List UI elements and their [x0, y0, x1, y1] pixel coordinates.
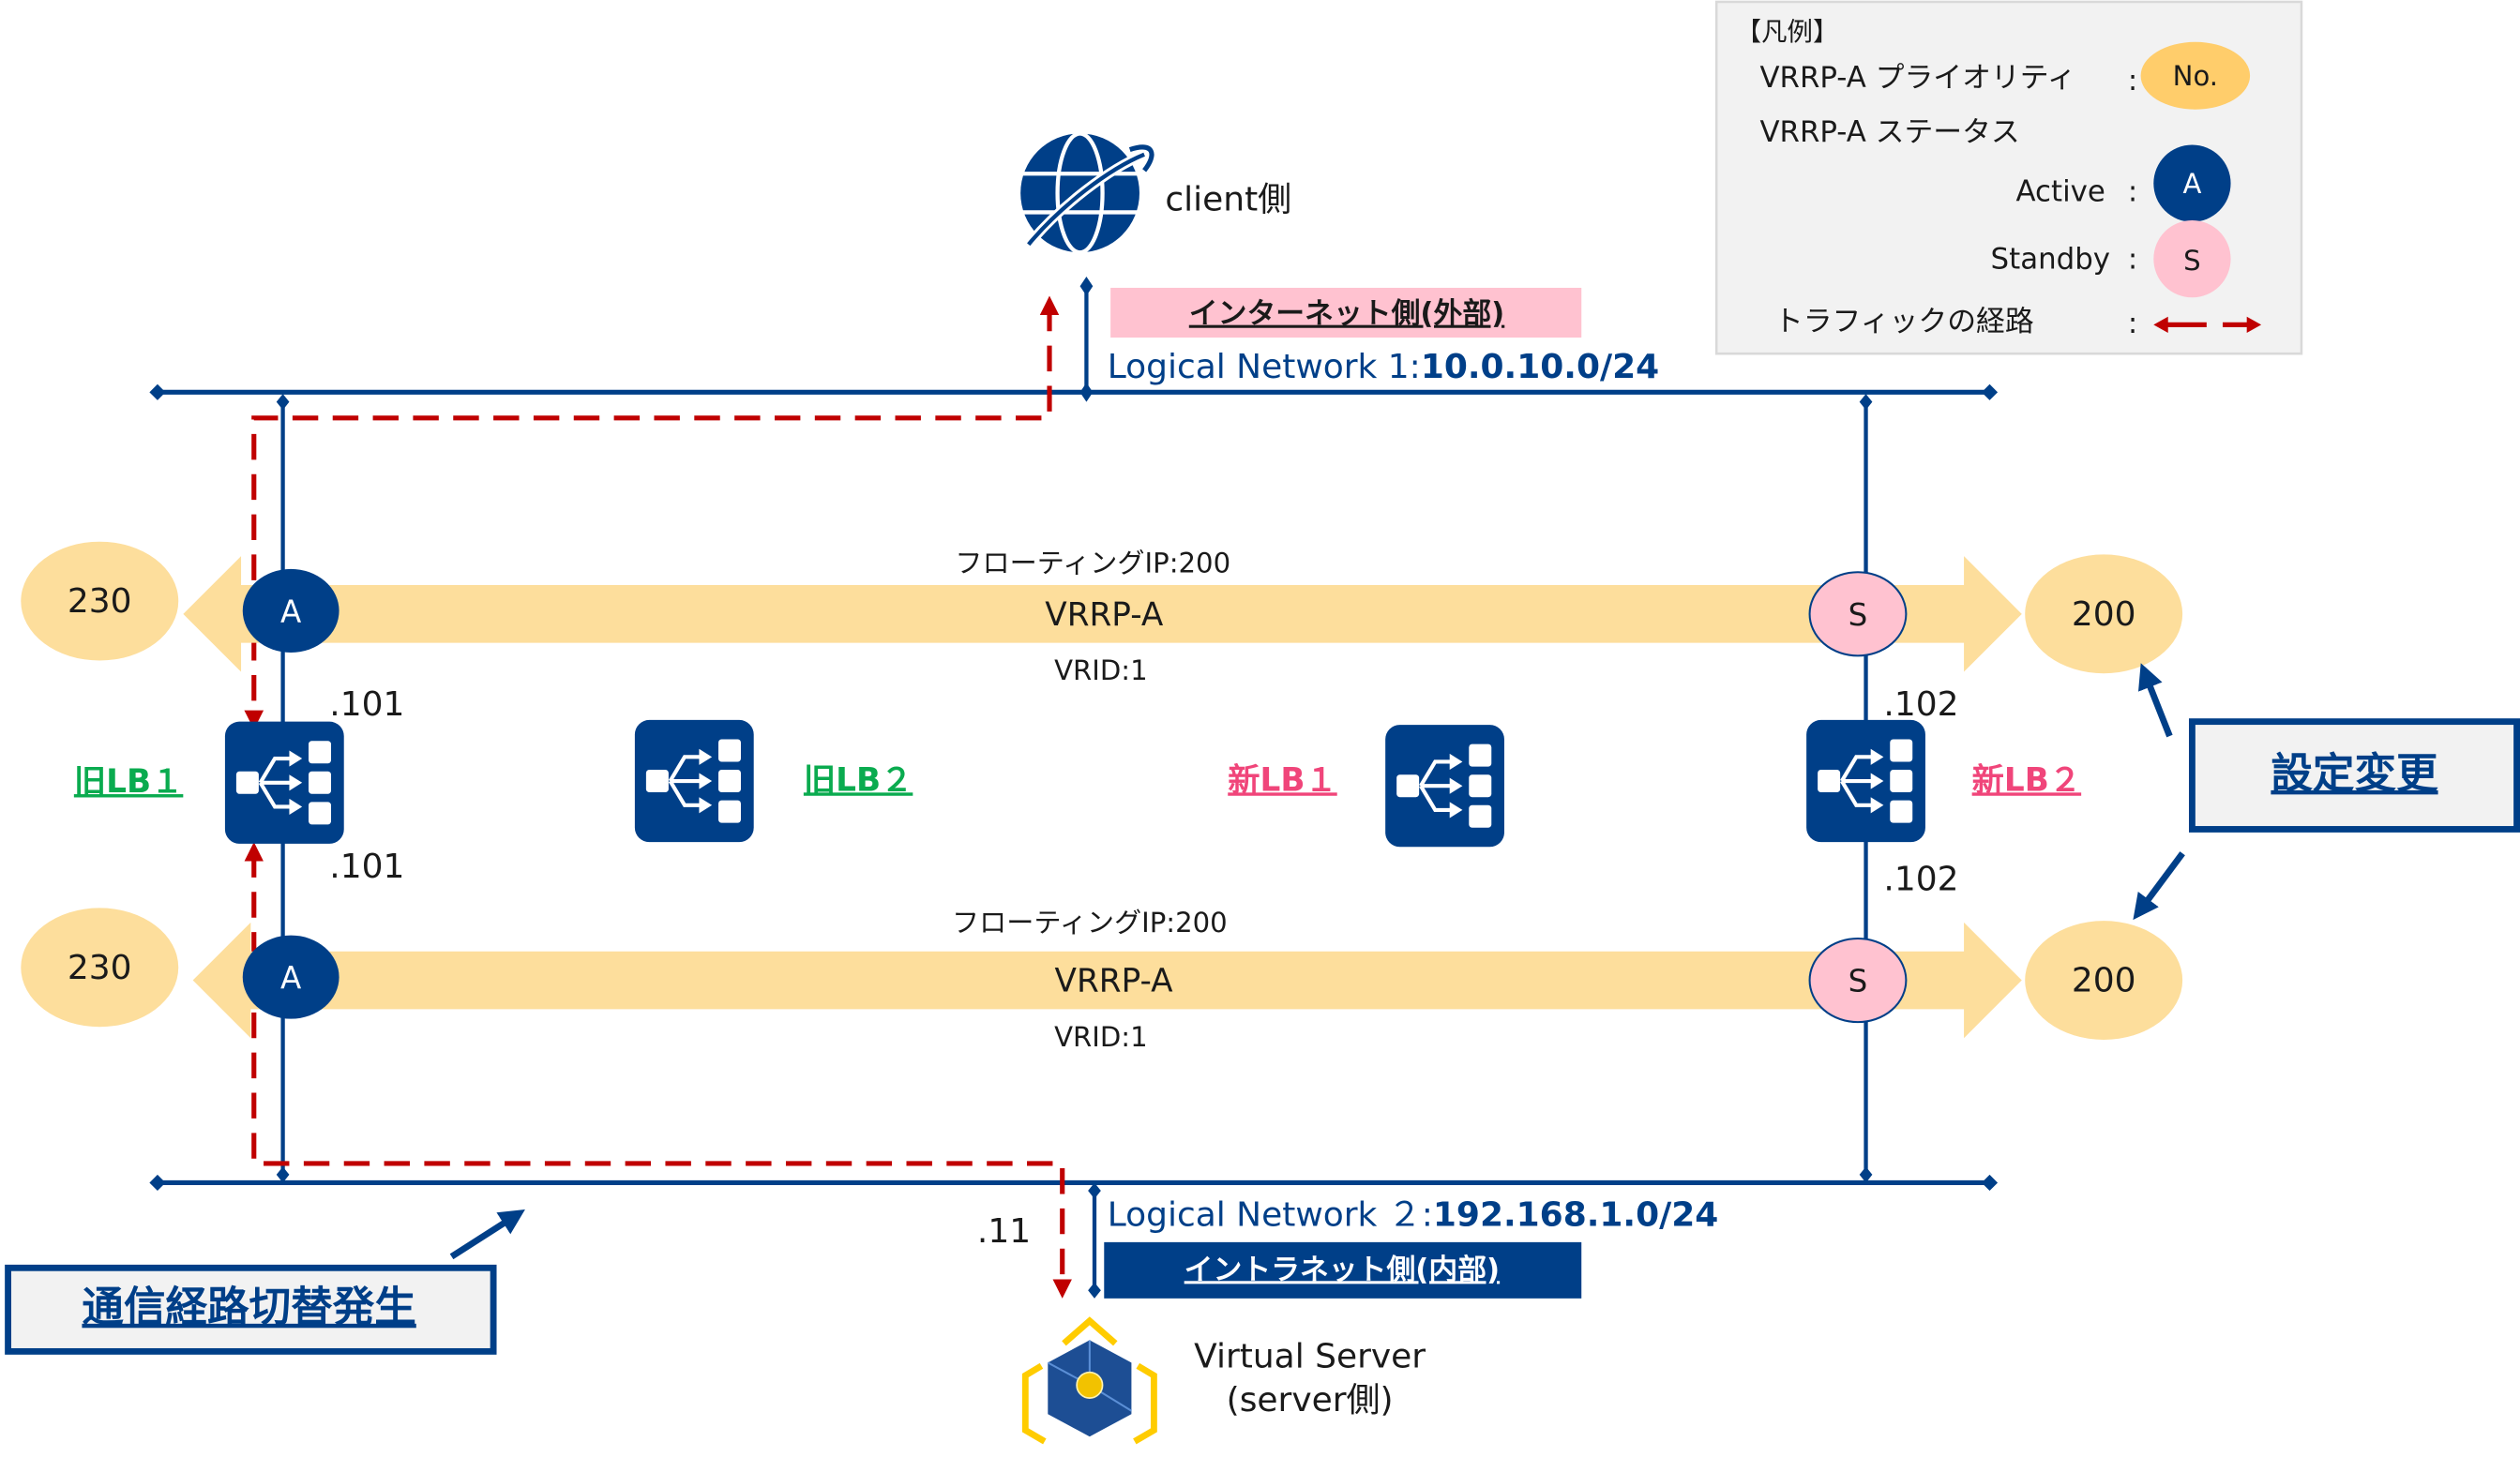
old-lb-1[interactable]: 旧LB１ [74, 722, 344, 844]
internet-side-text: インターネット側(外部) [1189, 297, 1504, 331]
config-change-callout: 設定変更 [2133, 663, 2520, 921]
active-status-badge [242, 568, 340, 653]
priority-value: 230 [68, 582, 132, 621]
vrrp-group-2: 230 200 A S フローティングIP:200 VRRP-A VRID:1 [21, 907, 2183, 1053]
priority-badge [2025, 921, 2183, 1040]
config-change-text: 設定変更 [2271, 749, 2438, 798]
callout-arrow [2138, 663, 2173, 738]
vrrp-name: VRRP-A [1055, 963, 1174, 1000]
traffic-path [244, 295, 1073, 1299]
legend-active-badge-text: A [2182, 168, 2201, 200]
vrrp-name: VRRP-A [1045, 596, 1164, 634]
legend-panel: 【凡例】 VRRP-A プライオリティ : No. VRRP-A ステータス A… [1714, 0, 2303, 355]
status-letter: S [1849, 597, 1868, 633]
legend-priority-badge-text: No. [2173, 60, 2218, 92]
floating-ip-label: フローティングIP:200 [955, 547, 1230, 578]
legend-standby-badge-text: S [2183, 245, 2201, 277]
status-letter: A [280, 593, 301, 629]
network-2-cidr: 192.168.1.0/24 [1433, 1196, 1718, 1235]
priority-badge [2025, 554, 2183, 674]
vrid-label: VRID:1 [1054, 654, 1148, 686]
globe-icon [1020, 131, 1154, 255]
network-1-cidr: 10.0.10.0/24 [1421, 348, 1659, 386]
intranet-side-text: イントラネット側(内部) [1185, 1253, 1500, 1286]
lb-label: 旧LB２ [804, 761, 913, 799]
client-node[interactable]: client側 [1020, 131, 1291, 255]
server-label-line1: Virtual Server [1194, 1338, 1426, 1376]
priority-value: 200 [2072, 962, 2136, 1000]
legend-active-badge [2153, 144, 2231, 222]
legend-separator: : [2128, 307, 2137, 340]
load-balancer-icon [1385, 725, 1504, 847]
priority-value: 200 [2072, 595, 2136, 634]
logical-network-2-bus [149, 1174, 1999, 1192]
legend-standby-label: Standby [1991, 242, 2110, 276]
vrrp-band-arrow [183, 556, 2022, 672]
network-2-name: Logical Network ２: [1108, 1196, 1433, 1235]
address-label: .101 [329, 848, 404, 886]
network-1-label: Logical Network 1:10.0.10.0/24 [1108, 348, 1659, 386]
lb-label: 新LB２ [1972, 761, 2081, 799]
legend-traffic-label: トラフィックの経路 [1774, 305, 2034, 338]
path-switch-text: 通信経路切替発生 [82, 1283, 415, 1331]
legend-title: 【凡例】 [1736, 18, 1839, 47]
client-label: client側 [1165, 181, 1291, 219]
load-balancer-icon [1806, 720, 1925, 842]
intranet-side-label: イントラネット側(内部) [1104, 1241, 1582, 1299]
logical-network-1-bus [149, 383, 1999, 400]
virtual-server-icon [1021, 1316, 1157, 1445]
load-balancer-icon [635, 720, 754, 842]
status-letter: S [1849, 964, 1868, 999]
priority-value: 230 [68, 949, 132, 987]
lb-label: 新LB１ [1228, 761, 1336, 799]
server-address: .11 [977, 1212, 1031, 1251]
new-lb-1[interactable]: 新LB１ [1228, 725, 1504, 847]
server-node[interactable]: Virtual Server (server側) [1021, 1316, 1426, 1445]
legend-priority-badge [2140, 41, 2251, 110]
new-lb-2[interactable]: 新LB２ [1806, 720, 2081, 842]
legend-status-label: VRRP-A ステータス [1759, 115, 2019, 149]
active-status-badge [242, 935, 340, 1019]
vrid-label: VRID:1 [1054, 1021, 1148, 1053]
network-links [276, 276, 1873, 1299]
legend-traffic-arrow-icon [2153, 316, 2262, 333]
legend-separator: : [2128, 64, 2137, 98]
standby-status-badge [1808, 937, 1908, 1024]
floating-ip-label: フローティングIP:200 [952, 907, 1228, 939]
server-label-line2: (server側) [1227, 1381, 1394, 1419]
vrrp-group-1: 230 200 A S フローティングIP:200 VRRP-A VRID:1 [21, 541, 2183, 686]
legend-active-label: Active [2016, 174, 2105, 208]
priority-badge [21, 541, 179, 661]
legend-standby-badge [2153, 219, 2231, 298]
network-1-name: Logical Network 1: [1108, 348, 1421, 386]
callout-arrow [2133, 851, 2185, 921]
address-label: .101 [329, 685, 404, 724]
internet-side-label: インターネット側(外部) [1110, 287, 1582, 338]
standby-status-badge [1808, 571, 1908, 657]
address-label: .102 [1883, 685, 1958, 724]
old-lb-2[interactable]: 旧LB２ [635, 720, 913, 842]
address-label: .102 [1883, 861, 1958, 899]
legend-separator: : [2128, 174, 2137, 208]
priority-badge [21, 908, 179, 1028]
legend-separator: : [2128, 242, 2137, 276]
path-switch-callout: 通信経路切替発生 [5, 1209, 525, 1355]
legend-priority-label: VRRP-A プライオリティ [1759, 61, 2075, 95]
vrrp-band-arrow [192, 922, 2022, 1039]
load-balancer-icon [225, 722, 344, 844]
status-letter: A [280, 960, 301, 996]
network-2-label: Logical Network ２:192.168.1.0/24 [1108, 1196, 1719, 1235]
lb-label: 旧LB１ [74, 763, 183, 801]
callout-arrow [449, 1209, 525, 1260]
